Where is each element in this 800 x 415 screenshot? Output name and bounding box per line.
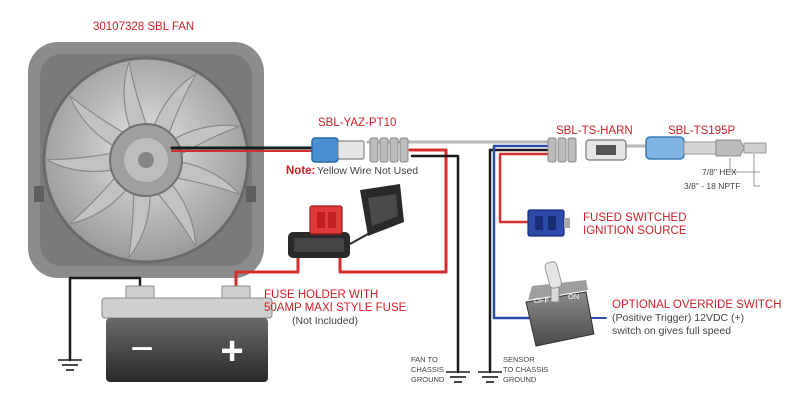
sensor-blue-body <box>645 136 685 160</box>
harness-part-label: SBL-TS-HARN <box>556 125 633 137</box>
battery: − + <box>101 285 273 382</box>
adapter-note-label: Note: <box>286 165 315 177</box>
fan-mount-tab <box>246 186 256 202</box>
switch-off-label: OFF <box>534 296 549 305</box>
sensor-ground-line2: TO CHASSIS <box>503 365 548 374</box>
maxi-fuse-window <box>328 212 336 228</box>
battery-negative-terminal <box>125 285 155 299</box>
fuse-holder-line2: 50AMP MAXI STYLE FUSE <box>264 302 407 314</box>
ignition-fuse-window <box>535 216 543 230</box>
sensor-body <box>683 141 717 155</box>
ground-symbol-fan <box>446 371 470 383</box>
fuse-holder-line1: FUSE HOLDER WITH <box>264 289 378 301</box>
fuse-holder-slot <box>294 238 344 252</box>
battery-minus-symbol: − <box>130 327 153 371</box>
fan-ground-line2: CHASSIS <box>411 365 444 374</box>
ground-symbol-battery <box>58 359 82 371</box>
ignition-fuse-window <box>548 216 556 230</box>
wire-battery-ground <box>68 276 142 362</box>
sensor-hex-label: 7/8" HEX <box>702 167 737 177</box>
fused-source-line2: IGNITION SOURCE <box>583 225 687 237</box>
adapter-note-text: Yellow Wire Not Used <box>317 165 418 177</box>
sensor-ground-line1: SENSOR <box>503 355 535 364</box>
fan-part-label: 30107328 SBL FAN <box>93 21 194 33</box>
ignition-fuse-terminal <box>564 218 570 228</box>
maxi-fuse <box>309 205 343 235</box>
battery-case <box>106 318 268 382</box>
sensor-thread <box>743 142 767 154</box>
sensor-thread-label: 3/8" - 18 NPTF <box>684 181 740 191</box>
adapter-blue-plug <box>311 137 339 163</box>
adapter-white-plug <box>337 140 365 160</box>
sensor-ground-line3: GROUND <box>503 375 537 384</box>
adapter-part-label: SBL-YAZ-PT10 <box>318 117 396 129</box>
sensor-part-label: SBL-TS195P <box>668 125 735 137</box>
fuse-holder-line3: (Not Included) <box>292 315 358 327</box>
override-switch-line2: switch on gives full speed <box>612 325 731 337</box>
fan-hub-center <box>138 152 154 168</box>
override-switch: OFF ON <box>525 261 595 347</box>
wire-blue-to-switch <box>492 144 550 320</box>
switch-plate <box>525 291 595 347</box>
harness-plug-latch <box>596 145 616 155</box>
wire-black-sensor-ground <box>488 148 550 374</box>
switch-lever <box>544 261 563 289</box>
fuse-holder-tether <box>349 233 369 245</box>
fan <box>28 42 264 278</box>
adapter-boot <box>369 137 409 163</box>
fuse-holder-cap-top <box>368 194 398 226</box>
battery-lid <box>101 297 273 319</box>
ignition-fuse <box>527 209 570 237</box>
wire-red-to-battery <box>234 256 300 294</box>
battery-positive-terminal <box>221 285 251 299</box>
fan-ground-line3: GROUND <box>411 375 445 384</box>
wire-black-fan-ground <box>410 154 460 374</box>
override-switch-title: OPTIONAL OVERRIDE SWITCH <box>612 299 782 311</box>
sensor-hex <box>715 139 745 157</box>
ground-symbol-sensor <box>478 371 502 383</box>
switch-on-label: ON <box>568 292 579 301</box>
override-switch-line1: (Positive Trigger) 12VDC (+) <box>612 312 744 324</box>
wire-red-to-ignition <box>498 152 550 224</box>
fuse-holder <box>288 184 404 258</box>
battery-plus-symbol: + <box>220 329 243 373</box>
fused-source-line1: FUSED SWITCHED <box>583 212 687 224</box>
harness-connector <box>547 137 627 163</box>
fan-ground-line1: FAN TO <box>411 355 438 364</box>
harness-boot <box>547 137 577 163</box>
wire-red-to-fuse <box>338 148 448 274</box>
sensor-dimension-leaders <box>729 154 760 187</box>
ignition-fuse-body <box>527 209 565 237</box>
adapter-connector <box>311 137 409 163</box>
maxi-fuse-window <box>317 212 325 228</box>
fan-mount-tab <box>34 186 44 202</box>
temperature-sensor <box>645 136 767 187</box>
wires <box>68 140 648 374</box>
